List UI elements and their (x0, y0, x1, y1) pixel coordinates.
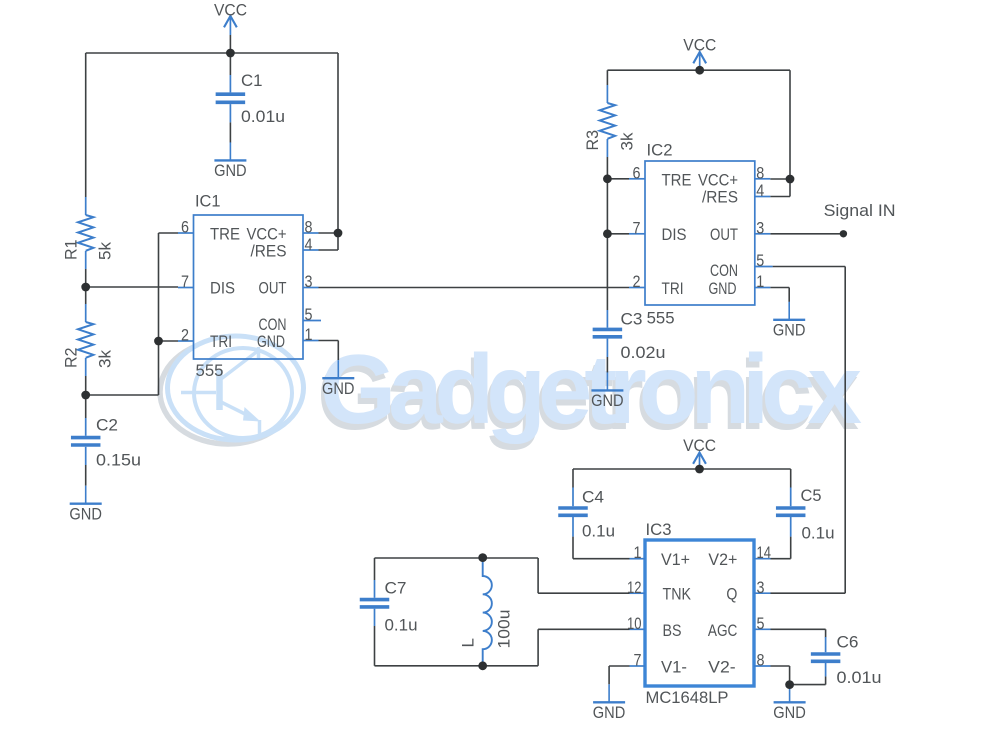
svg-text:GND: GND (593, 703, 626, 722)
svg-text:IC2: IC2 (647, 141, 673, 160)
svg-text:OUT: OUT (259, 279, 287, 298)
svg-text:VCC: VCC (683, 36, 716, 55)
svg-text:7: 7 (181, 272, 189, 291)
svg-text:IC1: IC1 (195, 192, 221, 211)
svg-text:Gadgetronicx: Gadgetronicx (320, 334, 862, 444)
svg-text:4: 4 (756, 181, 764, 200)
svg-text:C2: C2 (96, 416, 118, 435)
svg-text:7: 7 (634, 651, 642, 670)
svg-text:CON: CON (710, 261, 738, 280)
svg-text:5: 5 (756, 251, 764, 270)
svg-text:AGC: AGC (708, 621, 738, 640)
svg-text:1: 1 (305, 325, 313, 344)
svg-text:TRE: TRE (210, 225, 240, 244)
svg-text:Q: Q (726, 585, 737, 604)
svg-text:VCC+: VCC+ (247, 225, 287, 244)
svg-text:5: 5 (305, 305, 313, 324)
svg-text:14: 14 (757, 543, 772, 562)
svg-text:V2+: V2+ (708, 550, 737, 569)
svg-text:VCC: VCC (214, 1, 247, 20)
svg-text:GND: GND (709, 279, 737, 298)
svg-text:0.01u: 0.01u (837, 668, 882, 687)
svg-text:0.1u: 0.1u (582, 522, 615, 541)
svg-text:R2: R2 (61, 348, 80, 369)
svg-text:V2-: V2- (708, 657, 736, 676)
svg-text:8: 8 (305, 218, 313, 237)
svg-text:R3: R3 (583, 130, 602, 151)
svg-text:12: 12 (627, 578, 642, 597)
svg-text:3: 3 (757, 578, 765, 597)
svg-text:IC3: IC3 (646, 520, 672, 539)
svg-text:GND: GND (773, 703, 806, 722)
svg-text:1: 1 (756, 272, 764, 291)
svg-text:7: 7 (633, 218, 641, 237)
svg-text:5: 5 (757, 614, 765, 633)
svg-text:GND: GND (773, 320, 806, 339)
svg-text:10: 10 (627, 614, 642, 633)
svg-text:GND: GND (322, 379, 355, 398)
svg-text:0.1u: 0.1u (802, 524, 835, 543)
svg-text:3k: 3k (618, 132, 637, 150)
svg-text:0.1u: 0.1u (385, 616, 418, 635)
svg-text:TRE: TRE (662, 170, 692, 189)
svg-text:2: 2 (181, 326, 189, 345)
svg-text:2: 2 (633, 272, 641, 291)
svg-text:Signal IN: Signal IN (824, 201, 896, 220)
svg-text:C6: C6 (837, 633, 859, 652)
svg-text:GND: GND (214, 161, 247, 180)
svg-text:8: 8 (756, 163, 764, 182)
svg-text:GND: GND (69, 504, 102, 523)
svg-text:CON: CON (259, 315, 287, 334)
svg-text:TRI: TRI (662, 279, 684, 298)
svg-text:C7: C7 (385, 579, 407, 598)
svg-text:Gadgetronicx: Gadgetronicx (317, 340, 859, 450)
svg-text:6: 6 (181, 218, 189, 237)
svg-text:DIS: DIS (662, 225, 687, 244)
svg-text:0.02u: 0.02u (621, 343, 666, 362)
svg-text:3k: 3k (96, 350, 115, 368)
svg-text:100u: 100u (495, 610, 514, 649)
svg-text:6: 6 (633, 163, 641, 182)
svg-text:R1: R1 (61, 240, 80, 261)
svg-text:DIS: DIS (210, 279, 235, 298)
svg-text:0.01u: 0.01u (241, 107, 285, 126)
svg-text:TNK: TNK (663, 585, 692, 604)
svg-text:/RES: /RES (251, 241, 287, 260)
svg-text:3: 3 (305, 272, 313, 291)
svg-text:1: 1 (634, 543, 642, 562)
svg-text:3: 3 (756, 218, 764, 237)
svg-text:MC1648LP: MC1648LP (646, 688, 729, 707)
svg-text:GND: GND (591, 391, 624, 410)
svg-text:VCC: VCC (683, 436, 716, 455)
svg-text:4: 4 (305, 235, 313, 254)
svg-text:555: 555 (647, 308, 675, 327)
svg-text:GND: GND (257, 332, 285, 351)
svg-text:L: L (458, 638, 477, 647)
svg-text:C4: C4 (582, 488, 604, 507)
svg-text:BS: BS (663, 621, 682, 640)
svg-text:V1-: V1- (661, 657, 687, 676)
svg-text:C5: C5 (801, 486, 822, 505)
svg-text:C1: C1 (241, 71, 263, 90)
svg-text:/RES: /RES (702, 187, 738, 206)
svg-text:555: 555 (196, 361, 224, 380)
svg-text:8: 8 (757, 651, 765, 670)
svg-text:C3: C3 (621, 310, 643, 329)
svg-text:0.15u: 0.15u (96, 451, 141, 470)
svg-text:5k: 5k (96, 242, 115, 260)
svg-text:OUT: OUT (710, 225, 738, 244)
svg-text:V1+: V1+ (661, 550, 690, 569)
svg-text:TRI: TRI (210, 332, 232, 351)
svg-text:VCC+: VCC+ (698, 171, 738, 190)
